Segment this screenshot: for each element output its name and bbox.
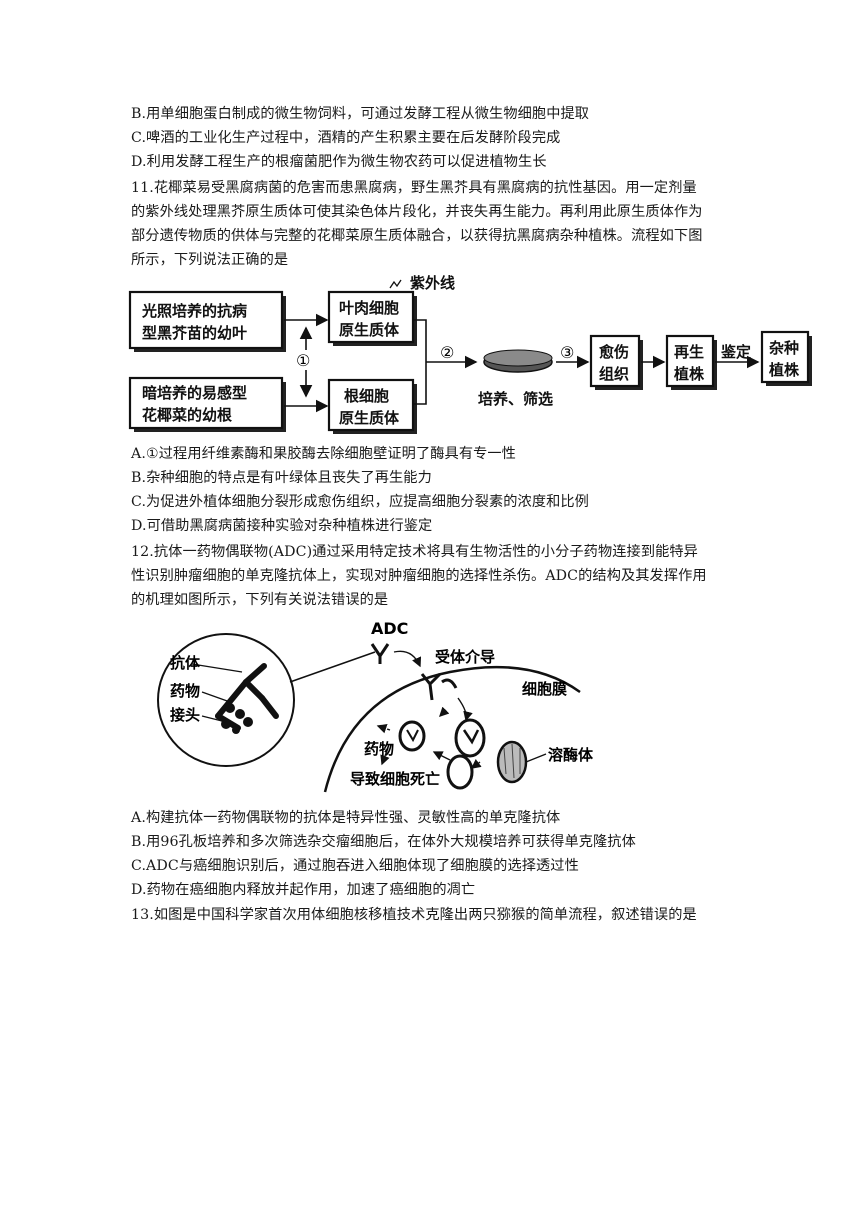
box-callus <box>589 334 641 388</box>
box-root <box>128 376 284 430</box>
box-leaf-line2: 型黑芥苗的幼叶 <box>142 324 247 342</box>
q12-option-c: C.ADC与癌细胞识别后，通过胞吞进入细胞体现了细胞膜的选择透过性 <box>131 858 579 874</box>
box-mesophyll-line2: 原生质体 <box>339 321 400 339</box>
q10-option-d: D.利用发酵工程生产的根瘤菌肥作为微生物农药可以促进植物生长 <box>131 154 547 170</box>
callus-line2: 组织 <box>599 365 629 383</box>
cell-membrane-arc <box>323 665 581 793</box>
hybrid-line2: 植株 <box>769 361 800 379</box>
box-root-line1: 暗培养的易感型 <box>142 384 247 402</box>
box-root-cell <box>327 378 415 432</box>
step-2-label: ② <box>440 343 454 362</box>
q11-stem-line2: 的紫外线处理黑芥原生质体可使其染色体片段化，并丧失再生能力。再利用此原生质体作为 <box>131 204 703 220</box>
box-regen <box>665 334 715 388</box>
magnified-adc-circle <box>157 633 295 767</box>
endosome-icon <box>454 718 486 758</box>
label-linker: 接头 <box>170 706 200 724</box>
hybrid-line1: 杂种 <box>769 339 799 357</box>
receptor-icon <box>420 672 442 701</box>
box-leaf <box>128 290 284 350</box>
box-mesophyll-line1: 叶肉细胞 <box>339 299 399 317</box>
box-hybrid <box>760 330 810 384</box>
uv-label: 紫外线 <box>410 274 455 292</box>
identify-label: 鉴定 <box>720 343 751 361</box>
adc-small-icon <box>370 643 390 664</box>
step-1-label: ① <box>296 351 310 370</box>
q11-option-a: A.①过程用纤维素酶和果胶酶去除细胞壁证明了酶具有专一性 <box>131 446 516 462</box>
box-root-line2: 花椰菜的幼根 <box>142 406 232 424</box>
label-membrane: 细胞膜 <box>522 680 567 698</box>
q11-option-d: D.可借助黑腐病菌接种实验对杂种植株进行鉴定 <box>131 518 433 534</box>
q11-stem-line3: 部分遗传物质的供体与完整的花椰菜原生质体融合，以获得抗黑腐病杂种植株。流程如下图 <box>131 228 703 244</box>
regen-line2: 植株 <box>674 365 705 383</box>
label-drug: 药物 <box>170 682 200 700</box>
box-rootcell-line2: 原生质体 <box>339 409 400 427</box>
q12-adc-diagram: 抗体 药物 接头 ADC 受体介导 细胞膜 药物 溶酶体 导致细胞死亡 <box>157 619 594 793</box>
q13-stem-line1: 13.如图是中国科学家首次用体细胞核移植技术克隆出两只猕猴的简单流程，叙述错误的… <box>131 907 697 923</box>
q12-stem-line3: 的机理如图所示，下列有关说法错误的是 <box>131 592 389 608</box>
label-antibody: 抗体 <box>170 654 201 672</box>
box-mesophyll <box>327 290 415 344</box>
q10-option-b: B.用单细胞蛋白制成的微生物饲料，可通过发酵工程从微生物细胞中提取 <box>131 106 590 122</box>
q11-option-c: C.为促进外植体细胞分裂形成愈伤组织，应提高细胞分裂素的浓度和比例 <box>131 494 589 510</box>
q11-option-b: B.杂种细胞的特点是有叶绿体且丧失了再生能力 <box>131 470 432 486</box>
regen-line1: 再生 <box>674 343 704 361</box>
label-cell-death: 导致细胞死亡 <box>350 770 440 788</box>
callus-line1: 愈伤 <box>599 343 629 361</box>
q12-option-b: B.用96孔板培养和多次筛选杂交瘤细胞后，在体外大规模培养可获得单克隆抗体 <box>131 834 636 850</box>
dish-label: 培养、筛选 <box>478 390 553 408</box>
label-receptor: 受体介导 <box>435 648 495 666</box>
q12-stem-line1: 12.抗体一药物偶联物(ADC)通过采用特定技术将具有生物活性的小分子药物连接到… <box>131 544 698 560</box>
q12-stem-line2: 性识别肿瘤细胞的单克隆抗体上，实现对肿瘤细胞的选择性杀伤。ADC的结构及其发挥作… <box>131 568 707 584</box>
uv-zigzag-icon <box>389 279 402 289</box>
q12-option-a: A.构建抗体一药物偶联物的抗体是特异性强、灵敏性高的单克隆抗体 <box>131 810 561 826</box>
box-leaf-line1: 光照培养的抗病 <box>141 302 247 320</box>
drug-vesicle-icon <box>398 720 426 752</box>
label-lysosome: 溶酶体 <box>548 746 594 764</box>
q10-option-c: C.啤酒的工业化生产过程中，酒精的产生积累主要在后发酵阶段完成 <box>131 130 561 146</box>
step-3-label: ③ <box>560 343 574 362</box>
q12-option-d: D.药物在癌细胞内释放并起作用，加速了癌细胞的凋亡 <box>131 882 476 898</box>
q11-flow-diagram: 光照培养的抗病 型黑芥苗的幼叶 暗培养的易感型 花椰菜的幼根 叶肉细胞 原生质体… <box>128 274 812 434</box>
label-adc: ADC <box>371 619 408 638</box>
q11-stem-line4: 所示，下列说法正确的是 <box>131 252 289 268</box>
label-drug-inside: 药物 <box>364 740 394 758</box>
box-rootcell-line1: 根细胞 <box>344 387 389 405</box>
q11-stem-line1: 11.花椰菜易受黑腐病菌的危害而患黑腐病，野生黑芥具有黑腐病的抗性基因。用一定剂… <box>131 180 697 196</box>
